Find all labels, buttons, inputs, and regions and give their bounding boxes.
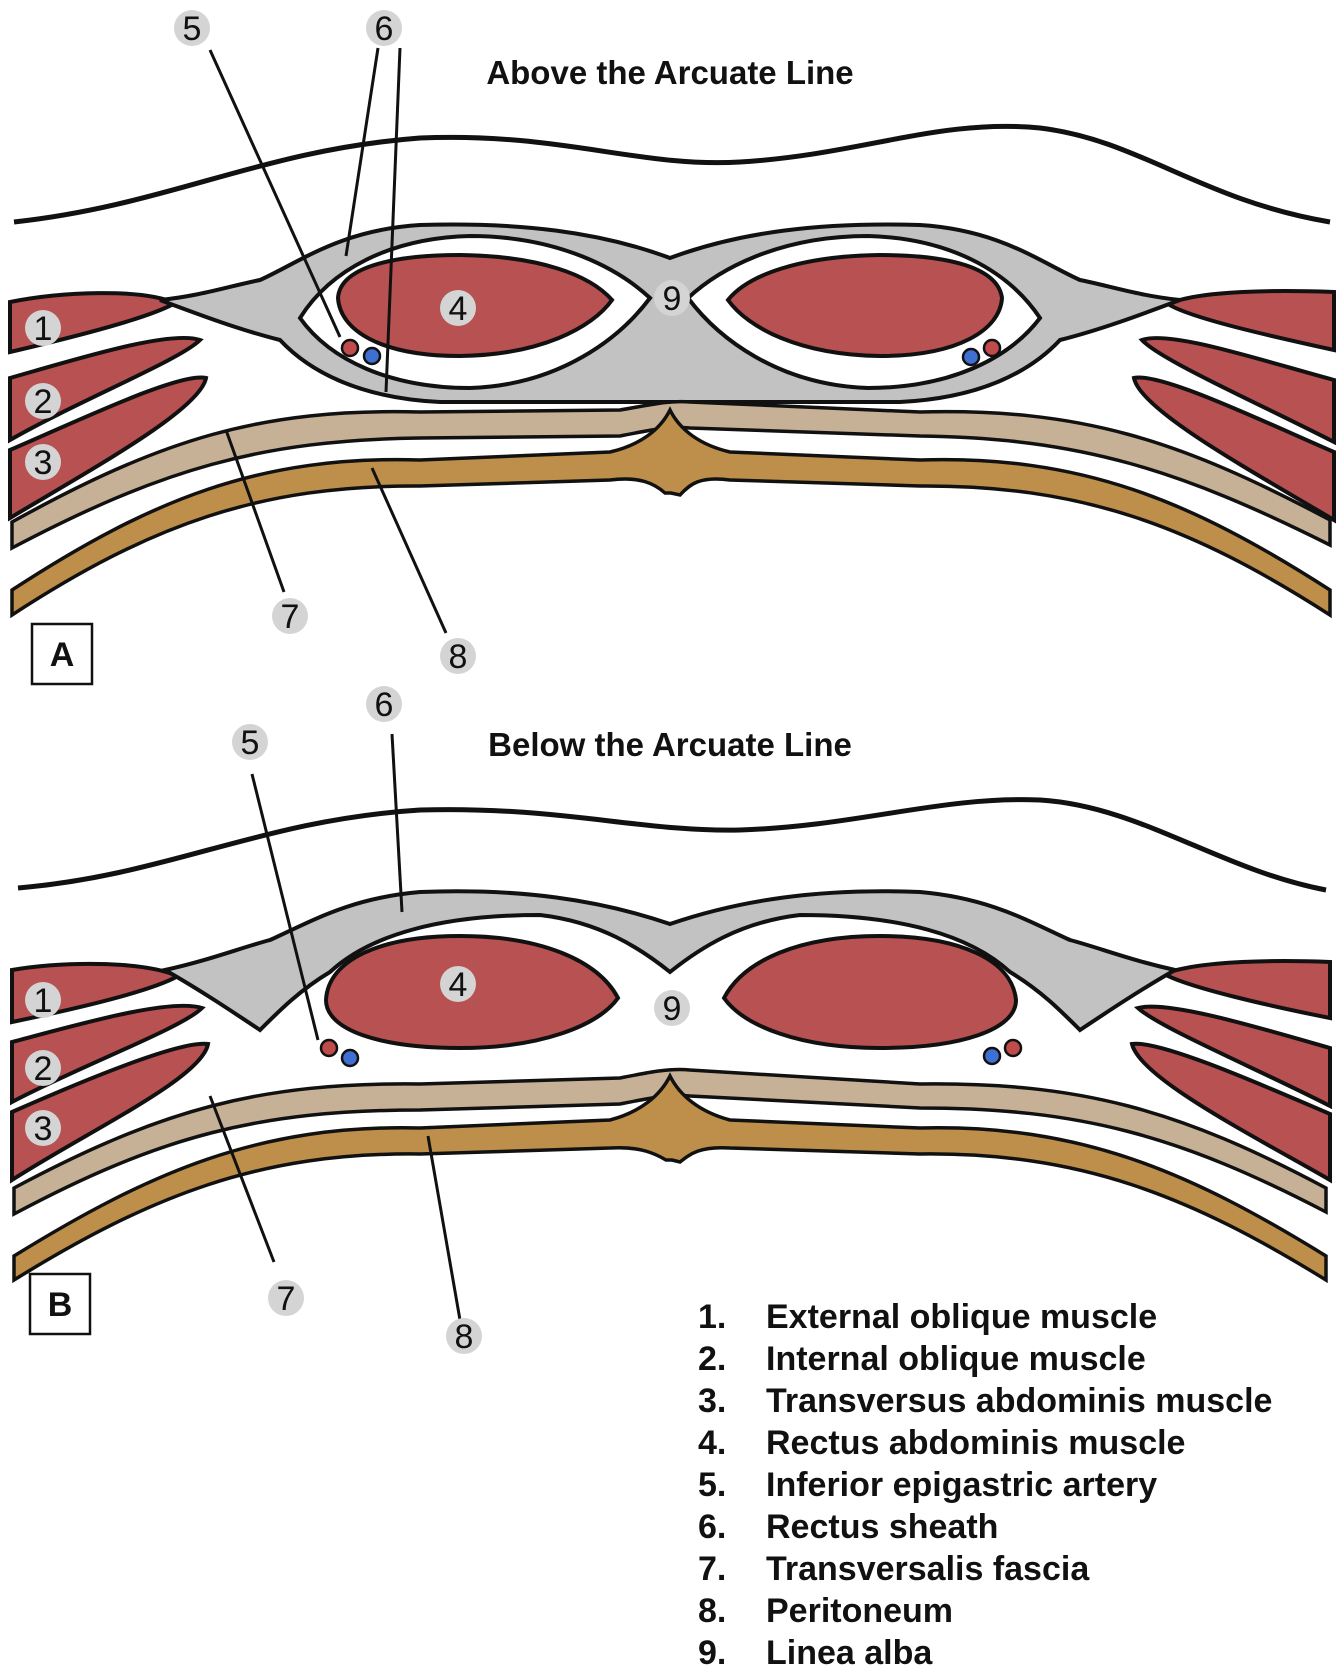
svg-text:5: 5 xyxy=(183,10,202,48)
legend: 1.External oblique muscle 2.Internal obl… xyxy=(698,1296,1272,1674)
vein-left xyxy=(364,348,380,364)
svg-text:9: 9 xyxy=(663,990,682,1028)
legend-number: 8. xyxy=(698,1590,766,1632)
marker-9-b: 9 xyxy=(654,990,690,1028)
legend-item: 8.Peritoneum xyxy=(698,1590,1272,1632)
legend-text: Peritoneum xyxy=(766,1590,953,1632)
legend-item: 7.Transversalis fascia xyxy=(698,1548,1272,1590)
legend-number: 6. xyxy=(698,1506,766,1548)
svg-text:5: 5 xyxy=(241,724,260,762)
legend-number: 9. xyxy=(698,1632,766,1674)
legend-text: Rectus sheath xyxy=(766,1506,998,1548)
svg-text:3: 3 xyxy=(34,444,53,482)
legend-number: 7. xyxy=(698,1548,766,1590)
panel-a-label: A xyxy=(50,636,75,674)
panel-b: Below the Arcuate Line xyxy=(12,686,1330,1356)
vein-right xyxy=(963,349,979,365)
marker-7-b: 7 xyxy=(268,1280,304,1318)
artery-right-b xyxy=(1005,1040,1021,1056)
panel-a-title: Above the Arcuate Line xyxy=(486,54,853,91)
svg-text:9: 9 xyxy=(663,280,682,318)
artery-left-b xyxy=(321,1040,337,1056)
marker-8: 8 xyxy=(440,638,476,676)
svg-text:3: 3 xyxy=(34,1110,53,1148)
rectus-muscle-right-b xyxy=(724,936,1016,1048)
svg-text:4: 4 xyxy=(449,290,468,328)
legend-number: 3. xyxy=(698,1380,766,1422)
artery-right xyxy=(984,340,1000,356)
svg-text:4: 4 xyxy=(449,966,468,1004)
svg-text:1: 1 xyxy=(34,982,53,1020)
svg-text:8: 8 xyxy=(449,638,468,676)
legend-text: External oblique muscle xyxy=(766,1296,1157,1338)
marker-7: 7 xyxy=(272,598,308,636)
artery-left xyxy=(342,340,358,356)
marker-6: 6 xyxy=(366,10,402,48)
legend-text: Transversus abdominis muscle xyxy=(766,1380,1272,1422)
legend-number: 2. xyxy=(698,1338,766,1380)
svg-text:2: 2 xyxy=(34,383,53,421)
legend-text: Linea alba xyxy=(766,1632,932,1674)
svg-text:2: 2 xyxy=(34,1050,53,1088)
marker-5: 5 xyxy=(174,10,210,48)
legend-number: 5. xyxy=(698,1464,766,1506)
svg-text:1: 1 xyxy=(34,310,53,348)
svg-text:7: 7 xyxy=(277,1280,296,1318)
legend-number: 4. xyxy=(698,1422,766,1464)
skin-line xyxy=(14,126,1330,222)
legend-text: Rectus abdominis muscle xyxy=(766,1422,1185,1464)
legend-item: 3.Transversus abdominis muscle xyxy=(698,1380,1272,1422)
svg-text:6: 6 xyxy=(375,10,394,48)
svg-text:8: 8 xyxy=(455,1318,474,1356)
legend-item: 1.External oblique muscle xyxy=(698,1296,1272,1338)
vein-right-b xyxy=(984,1048,1000,1064)
panel-b-title: Below the Arcuate Line xyxy=(488,726,852,763)
legend-number: 1. xyxy=(698,1296,766,1338)
legend-text: Transversalis fascia xyxy=(766,1548,1089,1590)
legend-item: 5.Inferior epigastric artery xyxy=(698,1464,1272,1506)
legend-item: 9.Linea alba xyxy=(698,1632,1272,1674)
skin-line-b xyxy=(18,800,1326,890)
legend-item: 4.Rectus abdominis muscle xyxy=(698,1422,1272,1464)
legend-text: Inferior epigastric artery xyxy=(766,1464,1157,1506)
marker-5-b: 5 xyxy=(232,724,268,762)
vein-left-b xyxy=(342,1050,358,1066)
legend-item: 2.Internal oblique muscle xyxy=(698,1338,1272,1380)
marker-8-b: 8 xyxy=(446,1318,482,1356)
svg-text:7: 7 xyxy=(281,598,300,636)
legend-text: Internal oblique muscle xyxy=(766,1338,1146,1380)
marker-6-b: 6 xyxy=(366,686,402,724)
panel-b-label: B xyxy=(48,1286,73,1324)
legend-item: 6.Rectus sheath xyxy=(698,1506,1272,1548)
svg-text:6: 6 xyxy=(375,686,394,724)
panel-a: Above the Arcuate Line xyxy=(10,10,1334,684)
